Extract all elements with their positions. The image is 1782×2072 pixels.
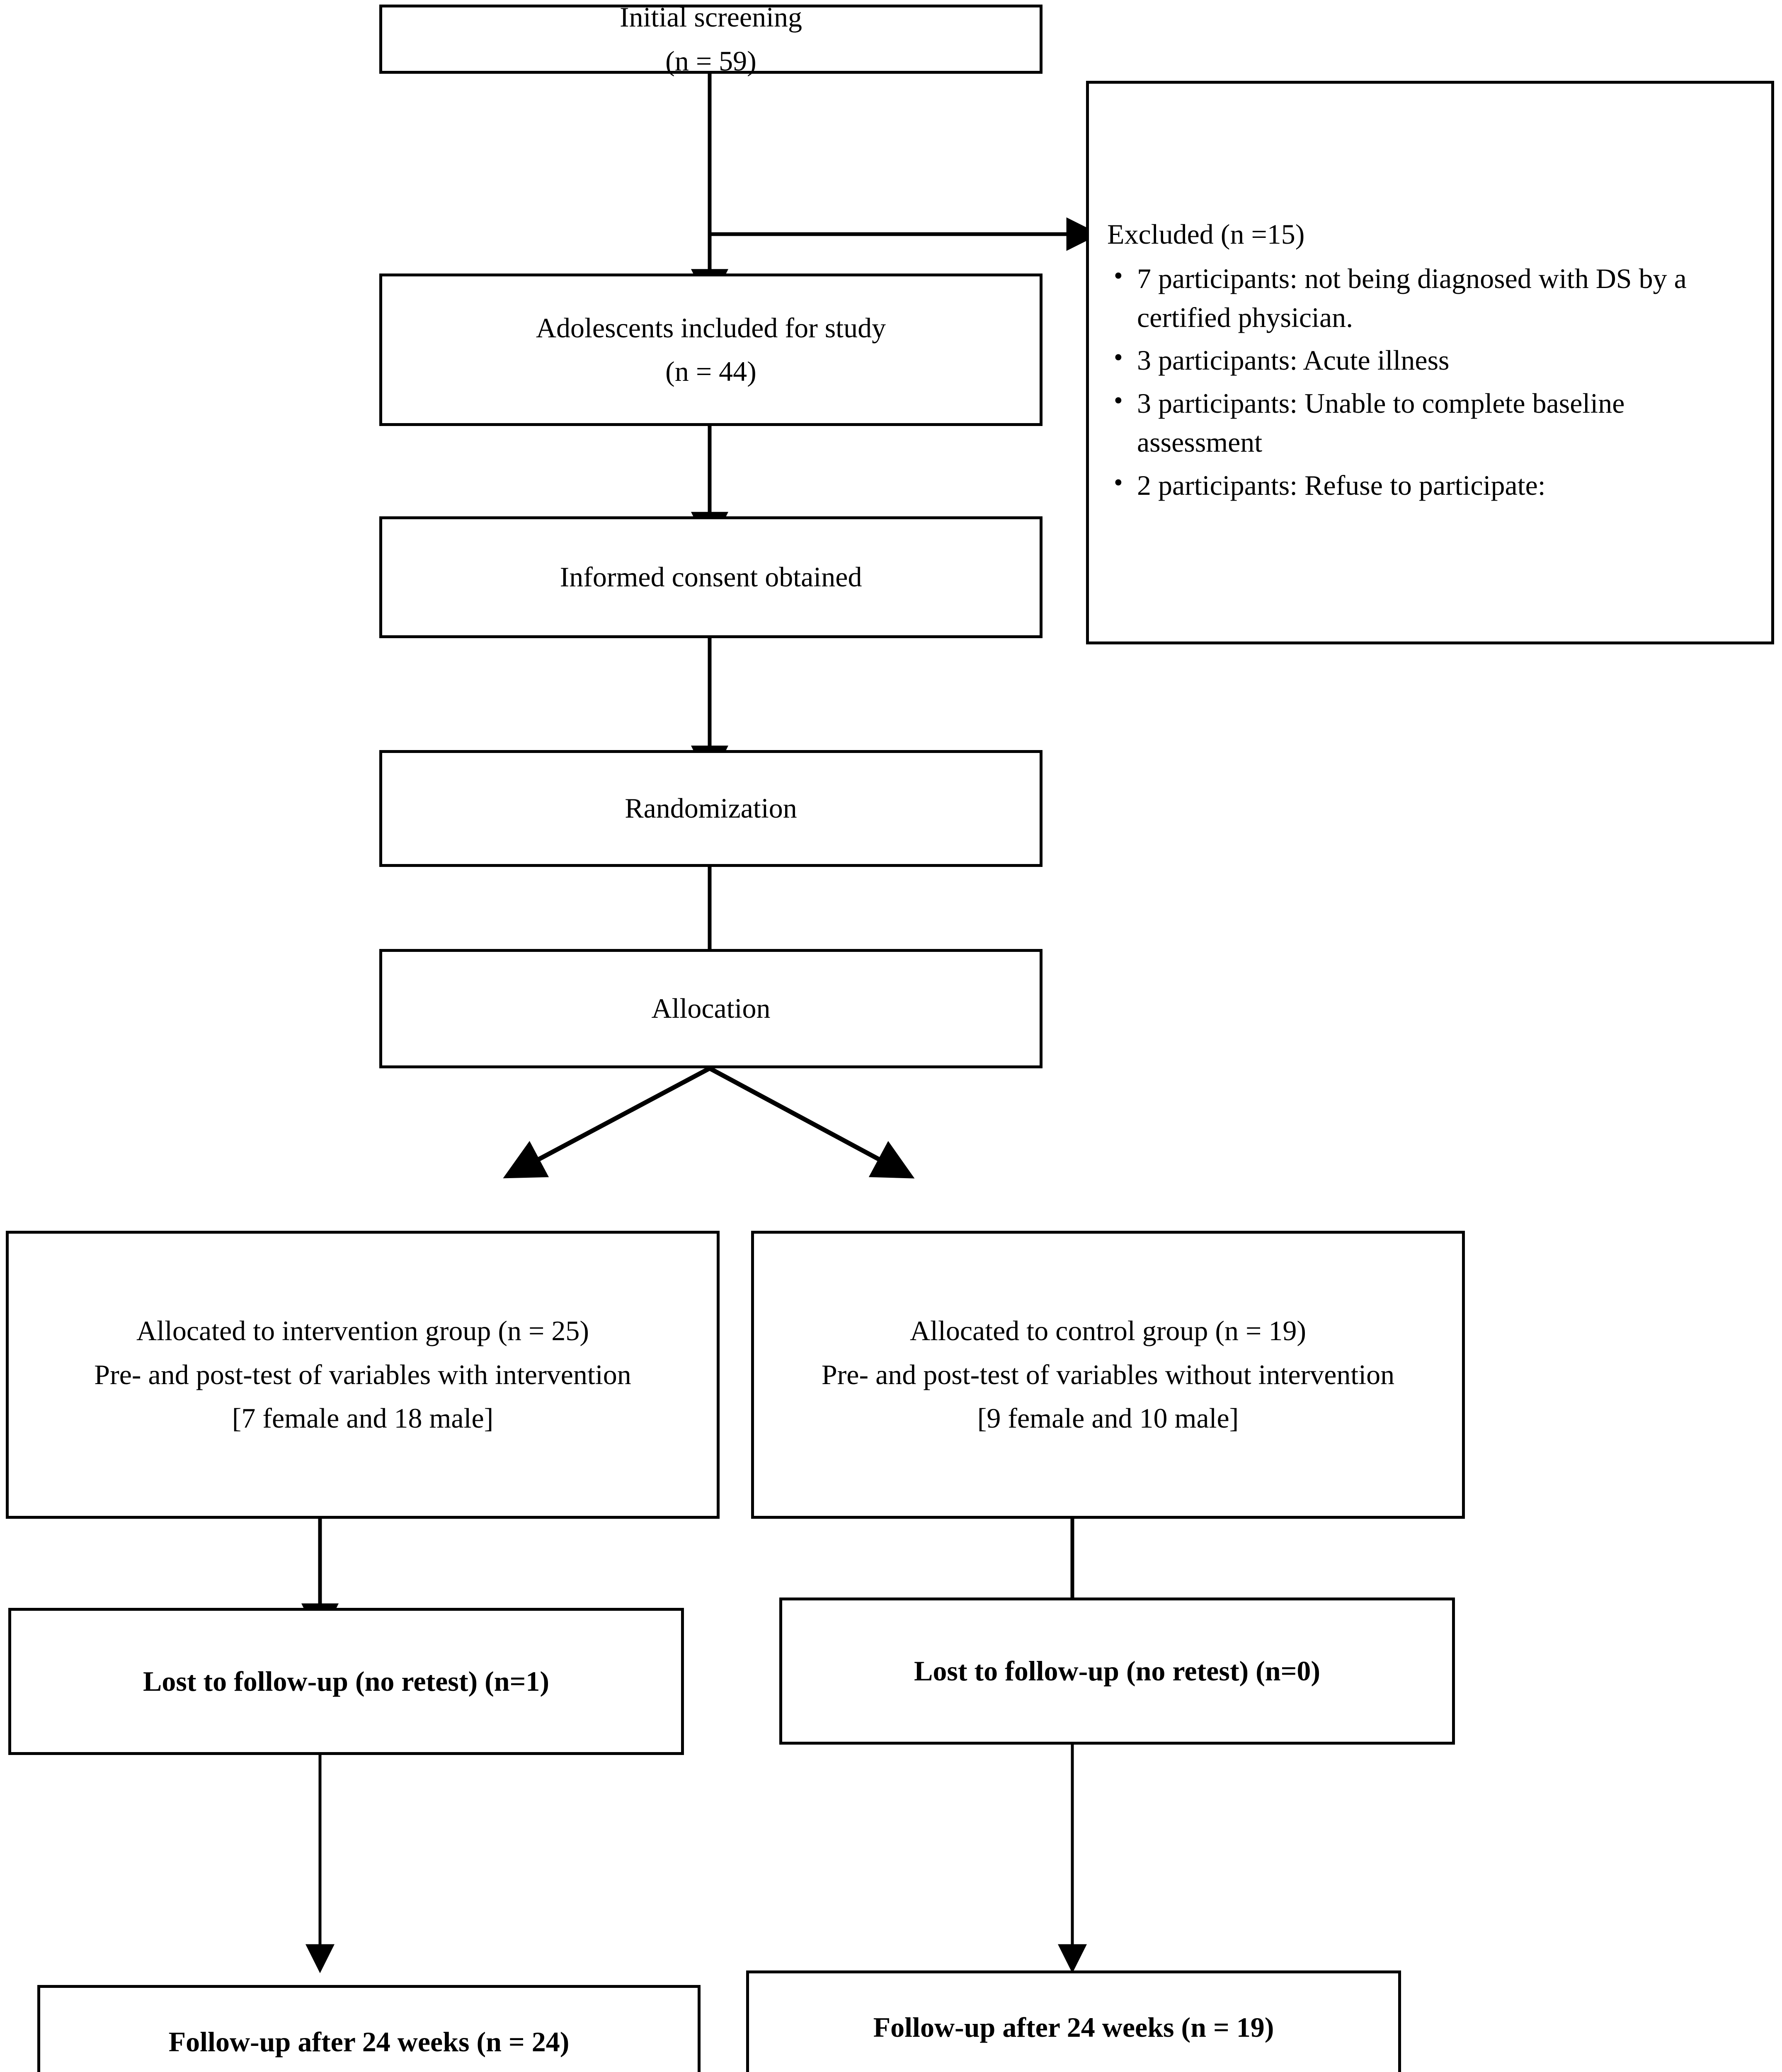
- node-initial-screening: Initial screening (n = 59): [379, 1, 1043, 77]
- included-title: Adolescents included for study: [536, 312, 886, 344]
- node-informed-consent: Informed consent obtained: [379, 516, 1043, 638]
- control-pretest-line: Pre- and post-test of variables without …: [821, 1358, 1395, 1390]
- excluded-reason-item: 7 participants: not being diagnosed with…: [1107, 259, 1749, 337]
- excluded-reason-item: 3 participants: Unable to complete basel…: [1107, 383, 1749, 462]
- excluded-reason-item: 2 participants: Refuse to participate:: [1107, 465, 1749, 505]
- followup-control-excluded-label: Excluded from analysis (n = 0): [908, 2066, 1258, 2072]
- excluded-reason-item: 3 participants: Acute illness: [1107, 340, 1749, 380]
- intervention-sex-breakdown: [7 female and 18 male]: [232, 1402, 494, 1434]
- followup-intervention-title: Follow-up after 24 weeks (n = 24): [168, 2026, 570, 2057]
- excluded-reason-list: 7 participants: not being diagnosed with…: [1107, 259, 1749, 509]
- control-allocation-line: Allocated to control group (n = 19): [909, 1315, 1307, 1347]
- allocation-title: Allocation: [651, 992, 771, 1024]
- node-lost-followup-control: Lost to follow-up (no retest) (n=0): [779, 1598, 1455, 1745]
- initial-screening-title: Initial screening: [620, 1, 802, 33]
- included-count: (n = 44): [665, 356, 756, 387]
- excluded-title: Excluded (n =15): [1107, 218, 1305, 250]
- node-excluded: Excluded (n =15) 7 participants: not bei…: [1086, 81, 1774, 644]
- connector-screening-to-excluded: [708, 74, 1100, 251]
- connector-allocation-to-intervention: [503, 1066, 711, 1179]
- randomization-title: Randomization: [625, 792, 797, 824]
- control-sex-breakdown: [9 female and 10 male]: [977, 1402, 1239, 1434]
- initial-screening-count: (n = 59): [665, 45, 756, 77]
- intervention-allocation-line: Allocated to intervention group (n = 25): [136, 1315, 589, 1347]
- node-control-group: Allocated to control group (n = 19) Pre-…: [751, 1231, 1465, 1519]
- lost-followup-intervention-title: Lost to follow-up (no retest) (n=1): [143, 1665, 549, 1697]
- node-followup-control: Follow-up after 24 weeks (n = 19) • Excl…: [746, 1970, 1401, 2072]
- lost-followup-control-title: Lost to follow-up (no retest) (n=0): [914, 1655, 1320, 1687]
- node-randomization: Randomization: [379, 750, 1043, 867]
- followup-control-title: Follow-up after 24 weeks (n = 19): [873, 2011, 1274, 2043]
- followup-control-excluded-row: • Excluded from analysis (n = 0): [889, 2066, 1258, 2072]
- intervention-pretest-line: Pre- and post-test of variables with int…: [94, 1358, 631, 1390]
- node-adolescents-included: Adolescents included for study (n = 44): [379, 274, 1043, 426]
- connector-allocation-to-control: [708, 1066, 915, 1179]
- node-followup-intervention: Follow-up after 24 weeks (n = 24) • Excl…: [37, 1985, 701, 2072]
- node-lost-followup-intervention: Lost to follow-up (no retest) (n=1): [8, 1608, 684, 1755]
- node-allocation: Allocation: [379, 949, 1043, 1068]
- node-intervention-group: Allocated to intervention group (n = 25)…: [6, 1231, 720, 1519]
- consent-title: Informed consent obtained: [560, 561, 862, 593]
